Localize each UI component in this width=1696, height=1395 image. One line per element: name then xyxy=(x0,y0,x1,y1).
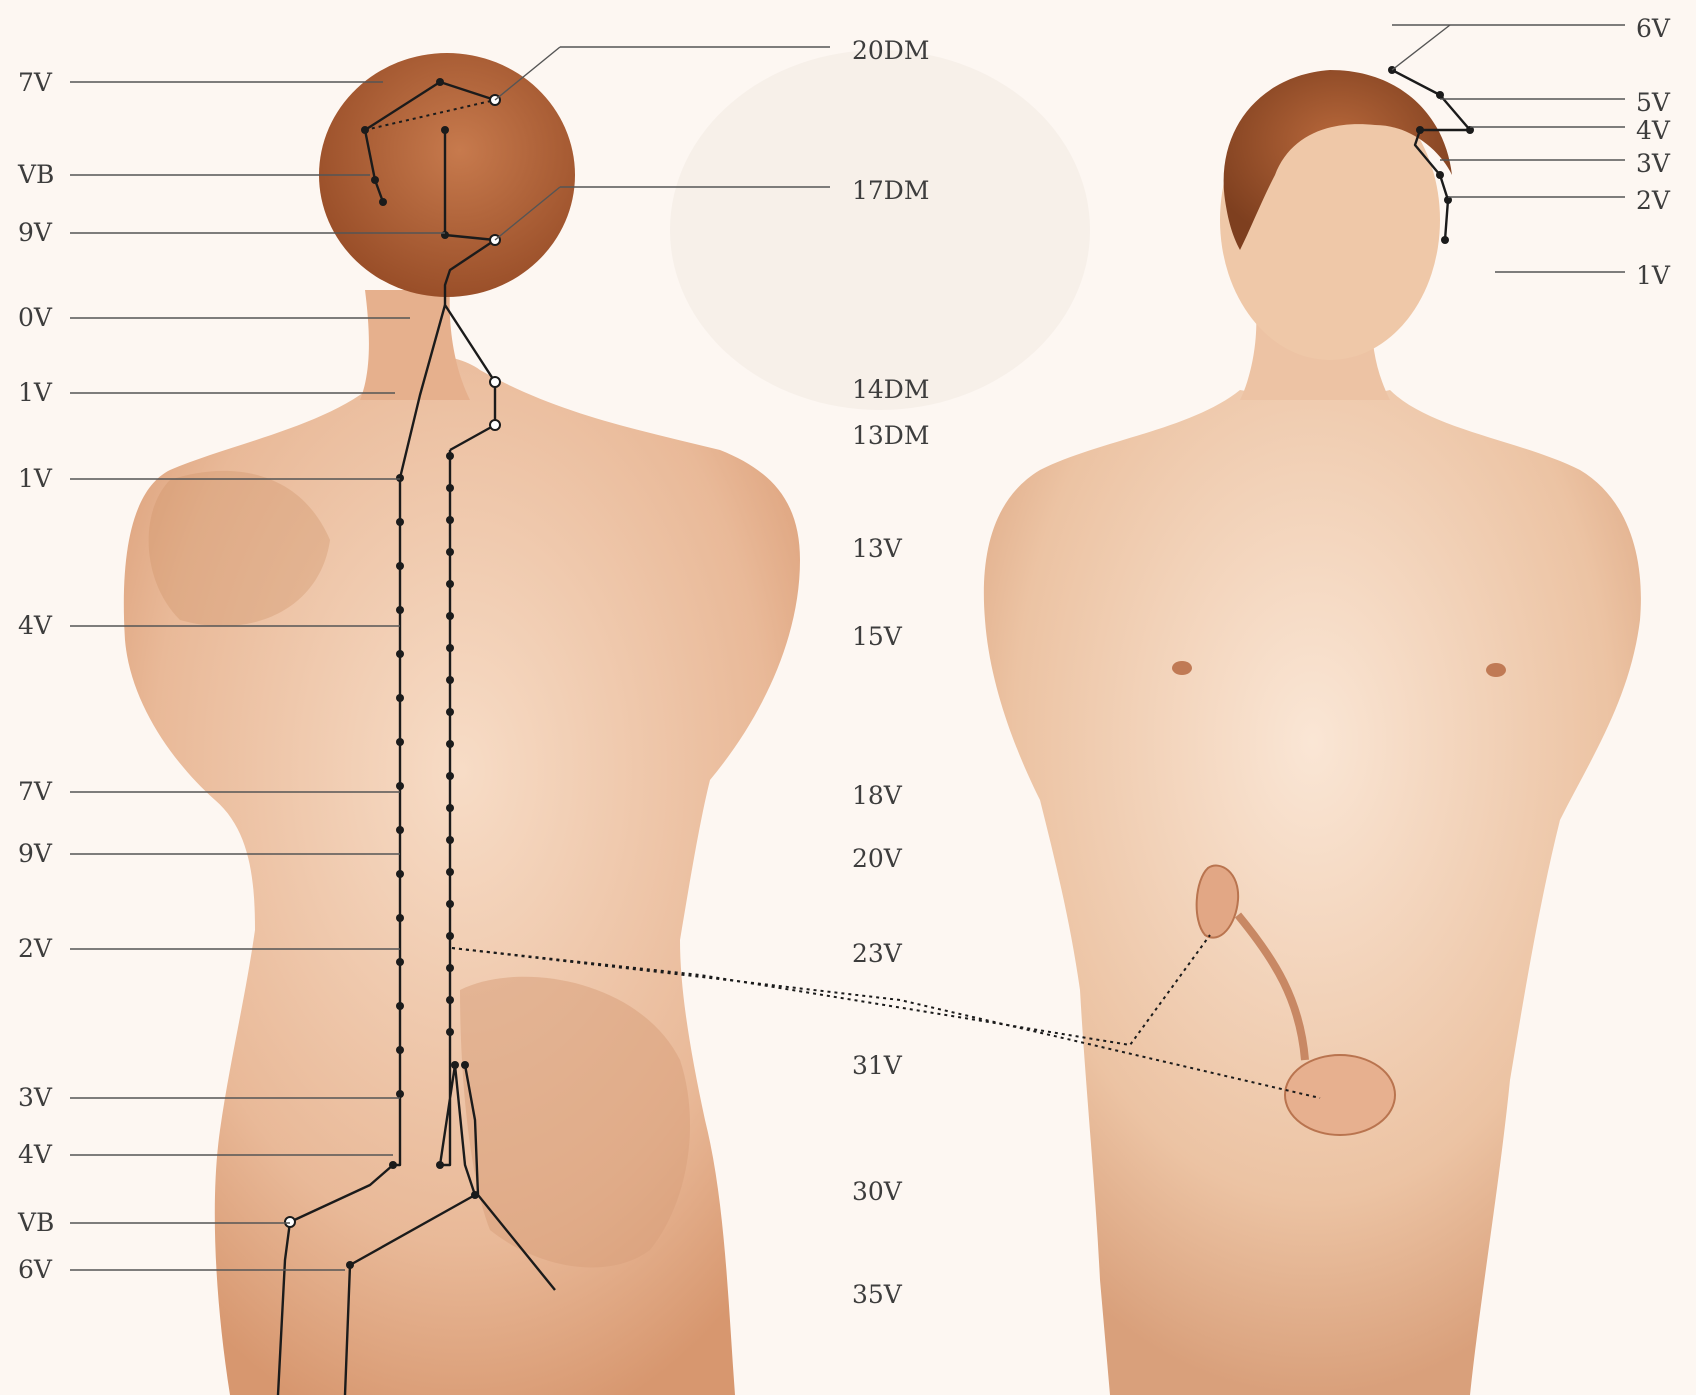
acupoint-sacral xyxy=(389,1161,397,1169)
label-left-7v-lower: 7V xyxy=(18,777,53,806)
acupoint-outer xyxy=(396,694,404,702)
acupoint-inner xyxy=(446,932,454,940)
label-20dm: 20DM xyxy=(852,36,929,65)
label-13v: 13V xyxy=(852,534,903,563)
acupoint-inner xyxy=(446,580,454,588)
acupoint-open xyxy=(490,420,500,430)
front-left-nipple xyxy=(1172,661,1192,675)
acupoint-inner xyxy=(446,804,454,812)
acupoint-head xyxy=(379,198,387,206)
label-left-9v-upper: 9V xyxy=(18,218,53,247)
acupoint-inner xyxy=(446,612,454,620)
background-skull-watermark xyxy=(670,50,1090,410)
back-neck xyxy=(360,290,470,400)
label-left-3v: 3V xyxy=(18,1083,53,1112)
acupoint-outer xyxy=(396,958,404,966)
acupoint-head xyxy=(441,126,449,134)
acupoint-sacral xyxy=(346,1261,354,1269)
acupoint-sacral xyxy=(471,1191,479,1199)
acupoint-sacral xyxy=(436,1161,444,1169)
acupoint-outer xyxy=(396,738,404,746)
acupoint-sacral xyxy=(451,1061,459,1069)
label-20v: 20V xyxy=(852,844,903,873)
acupoint-open xyxy=(285,1217,295,1227)
label-2v: 2V xyxy=(1636,186,1671,215)
bladder xyxy=(1285,1055,1395,1135)
acupoint-inner xyxy=(446,900,454,908)
acupoint-head xyxy=(371,176,379,184)
acupoint-inner xyxy=(446,996,454,1004)
label-15v: 15V xyxy=(852,622,903,651)
acupoint-outer xyxy=(396,606,404,614)
label-18v: 18V xyxy=(852,781,903,810)
acupoint-face xyxy=(1441,236,1449,244)
label-left-7v-upper: 7V xyxy=(18,68,53,97)
acupoint-face xyxy=(1436,91,1444,99)
acupoint-outer xyxy=(396,518,404,526)
right-labels: 6V 5V 4V 3V 2V 1V xyxy=(1636,14,1671,290)
acupoint-outer xyxy=(396,782,404,790)
label-left-vb-lower: VB xyxy=(17,1208,54,1237)
label-6v: 6V xyxy=(1636,14,1671,43)
label-left-2v: 2V xyxy=(18,934,53,963)
acupoint-outer xyxy=(396,1090,404,1098)
front-right-nipple xyxy=(1486,663,1506,677)
acupoint-head xyxy=(361,126,369,134)
acupoint-inner xyxy=(446,772,454,780)
label-4v: 4V xyxy=(1636,116,1671,145)
label-13dm: 13DM xyxy=(852,421,929,450)
acupoint-inner xyxy=(446,676,454,684)
acupoint-sacral xyxy=(461,1061,469,1069)
acupoint-inner xyxy=(446,516,454,524)
acupoint-outer xyxy=(396,826,404,834)
label-30v: 30V xyxy=(852,1177,903,1206)
acupoint-outer xyxy=(396,650,404,658)
label-23v: 23V xyxy=(852,939,903,968)
leader-line-right-angle xyxy=(1392,25,1450,70)
label-left-0v: 0V xyxy=(18,303,53,332)
label-left-4v-upper: 4V xyxy=(18,611,53,640)
acupoint-inner xyxy=(446,708,454,716)
label-31v: 31V xyxy=(852,1051,903,1080)
acupoint-outer xyxy=(396,1002,404,1010)
acupoint-outer xyxy=(396,870,404,878)
acupoint-inner xyxy=(446,484,454,492)
acupoint-inner xyxy=(446,452,454,460)
label-left-6v: 6V xyxy=(18,1255,53,1284)
label-1v: 1V xyxy=(1636,261,1671,290)
acupoint-inner xyxy=(446,868,454,876)
acupoint-inner xyxy=(446,1028,454,1036)
label-left-1v-lower: 1V xyxy=(18,464,53,493)
acupoint-outer xyxy=(396,474,404,482)
acupoint-face xyxy=(1416,126,1424,134)
acupoint-outer xyxy=(396,914,404,922)
acupoint-outer xyxy=(396,1046,404,1054)
acupoint-face xyxy=(1436,171,1444,179)
label-left-vb-upper: VB xyxy=(17,160,54,189)
acupoint-inner xyxy=(446,964,454,972)
label-14dm: 14DM xyxy=(852,375,929,404)
label-3v: 3V xyxy=(1636,149,1671,178)
label-left-9v-lower: 9V xyxy=(18,839,53,868)
acupoint-head xyxy=(436,78,444,86)
label-5v: 5V xyxy=(1636,88,1671,117)
acupoint-inner xyxy=(446,836,454,844)
acupoint-outer xyxy=(396,562,404,570)
acupoint-inner xyxy=(446,644,454,652)
front-torso xyxy=(984,390,1641,1395)
acupoint-open xyxy=(490,377,500,387)
acupoint-inner xyxy=(446,548,454,556)
label-17dm: 17DM xyxy=(852,176,929,205)
label-35v: 35V xyxy=(852,1280,903,1309)
acupoint-head xyxy=(441,231,449,239)
label-left-1v-upper: 1V xyxy=(18,378,53,407)
label-left-4v-lower: 4V xyxy=(18,1140,53,1169)
acupoint-inner xyxy=(446,740,454,748)
left-labels: 7V VB 9V 0V 1V 1V 4V 7V 9V 2V 3V 4V VB 6… xyxy=(17,68,54,1284)
